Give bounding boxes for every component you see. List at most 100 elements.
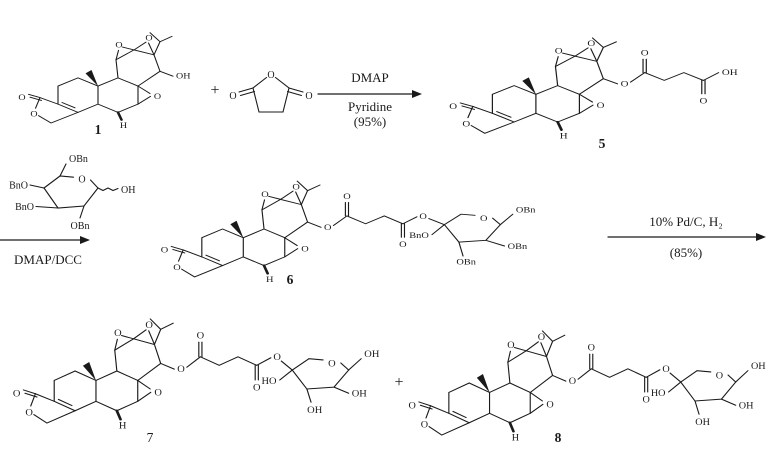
compound-8-structure: O O O O O H O O O O O OH HO OH OH — [409, 329, 766, 444]
anhydride-ring — [238, 76, 304, 113]
atom-label-O: O — [273, 353, 281, 363]
atom-label-O: O — [328, 359, 336, 369]
atom-label-O: O — [538, 332, 545, 343]
plus-sign: + — [394, 374, 404, 391]
atom-label-H: H — [512, 433, 519, 444]
atom-label-O: O — [641, 49, 649, 59]
atom-label-H: H — [120, 121, 128, 130]
plus-sign: + — [210, 82, 220, 99]
atom-label-O: O — [399, 240, 407, 250]
yield-label-95: (95%) — [353, 114, 387, 129]
atom-label-O: O — [301, 244, 309, 254]
atom-label-O: O — [18, 93, 26, 102]
atom-label-O: O — [25, 408, 33, 418]
hydroxyl-label: OH — [739, 401, 754, 412]
atom-label-O: O — [261, 189, 269, 199]
hydroxyl-label: OH — [364, 349, 379, 359]
yield-label-85: (85%) — [669, 245, 703, 260]
succinate-linker — [629, 58, 720, 95]
hydroxyl-label: OH — [751, 361, 766, 372]
reagent-label-pyridine: Pyridine — [347, 99, 393, 114]
atom-label-O: O — [662, 364, 669, 375]
hydroxyl-label: OH — [307, 406, 322, 416]
atom-label-O: O — [597, 101, 605, 111]
compound-6-number: 6 — [286, 272, 294, 287]
atom-label-O: O — [115, 40, 123, 49]
compound-5-structure: O O O O O H O O O OH — [449, 36, 738, 141]
compound-7-structure: O O O O O H O O O O O OH HO OH OH — [13, 317, 379, 432]
atom-label-O: O — [78, 175, 85, 186]
triptolide-core — [458, 36, 619, 135]
succinate-linker — [577, 353, 682, 393]
atom-label-O: O — [462, 119, 470, 129]
atom-label-O: O — [546, 400, 553, 411]
obn-label: OBn — [508, 242, 528, 252]
atom-label-O: O — [449, 102, 457, 112]
atom-label-O: O — [13, 389, 21, 399]
atom-label-O: O — [177, 364, 185, 374]
atom-label-O: O — [30, 109, 38, 118]
pyranose-ring — [29, 163, 119, 219]
atom-label-O: O — [253, 383, 261, 393]
atom-label-O: O — [588, 343, 595, 354]
atom-label-O: O — [145, 320, 153, 330]
bno-label: BnO — [9, 181, 28, 192]
atom-label-O: O — [197, 331, 205, 341]
reaction-arrow-3 — [607, 233, 766, 241]
obn-label: OBn — [456, 257, 476, 267]
atom-label-O: O — [292, 182, 300, 192]
compound-7-number: 7 — [146, 430, 154, 445]
succinate-linker — [332, 201, 445, 238]
triptolide-core — [22, 317, 176, 425]
benzyl-glucose-structure: O OBn BnO BnO OBn OH — [9, 154, 135, 232]
atom-label-O: O — [621, 79, 629, 89]
atom-label-O: O — [569, 376, 576, 387]
glucose-ring — [279, 358, 362, 403]
bno-label: BnO — [409, 231, 429, 241]
hydroxyl-label: OH — [121, 185, 135, 196]
compound-5-number: 5 — [598, 136, 606, 151]
atom-label-O: O — [161, 245, 169, 255]
atom-label-O: O — [229, 91, 236, 102]
obn-label: OBn — [69, 154, 88, 165]
hydroxyl-label: OH — [176, 71, 191, 80]
atom-label-O: O — [154, 388, 162, 398]
atom-label-O: O — [409, 401, 416, 412]
reaction-arrow-2 — [0, 236, 90, 244]
atom-label-O: O — [555, 46, 563, 56]
atom-label-O: O — [480, 214, 488, 224]
atom-label-O: O — [173, 263, 181, 273]
atom-label-O: O — [716, 371, 723, 382]
atom-label-O: O — [421, 420, 428, 431]
triptolide-core — [27, 31, 175, 125]
glucose-ring — [431, 213, 514, 257]
obn-label: OBn — [516, 205, 536, 215]
atom-label-O: O — [507, 340, 514, 351]
hydroxyl-label: HO — [651, 388, 666, 399]
glucose-ring — [668, 370, 749, 415]
triptolide-core — [169, 179, 323, 279]
atom-label-H: H — [119, 421, 127, 431]
atom-label-O: O — [114, 328, 122, 338]
succinic-anhydride-structure: O O O — [229, 70, 313, 113]
compound-1-structure: O O O O O H OH — [18, 31, 191, 130]
atom-label-O: O — [699, 96, 707, 106]
reaction-arrow-1 — [317, 90, 422, 98]
atom-label-O: O — [587, 39, 595, 49]
reagent-label-dmap-dcc: DMAP/DCC — [14, 252, 82, 267]
atom-label-O: O — [343, 192, 351, 202]
hydroxyl-label: OH — [352, 389, 367, 399]
hydroxyl-label: OH — [722, 68, 738, 78]
atom-label-O: O — [324, 223, 332, 233]
atom-label-O: O — [305, 91, 312, 102]
atom-label-H: H — [560, 131, 568, 141]
atom-label-O: O — [419, 212, 427, 222]
obn-label: OBn — [71, 221, 90, 232]
hydroxyl-label: OH — [695, 417, 710, 428]
atom-label-O: O — [145, 33, 153, 42]
hydroxyl-label: HO — [262, 376, 277, 386]
compound-8-number: 8 — [554, 430, 562, 445]
triptolide-core — [417, 329, 568, 437]
succinate-linker — [186, 341, 293, 381]
